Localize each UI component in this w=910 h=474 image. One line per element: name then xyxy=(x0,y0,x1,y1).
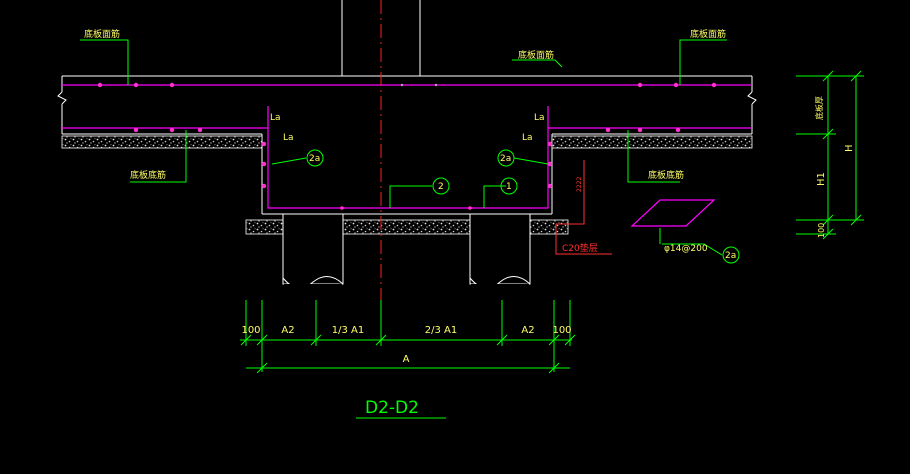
mark-1: 1 xyxy=(506,182,512,192)
label-bottom-left-rebar: 底板底筋 xyxy=(130,169,166,181)
mark-2a-left: 2a xyxy=(309,154,320,164)
mark-circles xyxy=(306,149,740,264)
label-slab-thickness: 底板厚 xyxy=(814,96,824,120)
dim-H: H xyxy=(844,144,855,152)
dim-100-right: 100 xyxy=(817,223,826,238)
mark-2a-spec: 2a xyxy=(725,251,736,261)
rebar-spec-symbol xyxy=(630,199,716,227)
pile-right xyxy=(469,213,531,296)
dim-seg-2-3-A1: 2/3 A1 xyxy=(425,325,457,336)
bottom-dimension xyxy=(240,300,576,374)
dim-seg-100-right: 100 xyxy=(552,325,571,336)
column xyxy=(341,0,421,76)
label-small-red: 2222 xyxy=(576,177,583,192)
label-la-right-1: La xyxy=(534,113,545,123)
dim-H1: H1 xyxy=(816,172,827,186)
label-bottom-right-rebar: 底板底筋 xyxy=(648,169,684,181)
label-cushion: C20垫层 xyxy=(562,242,598,254)
label-la-right-2: La xyxy=(522,133,533,143)
mark-2: 2 xyxy=(438,182,444,192)
label-top-left-rebar: 底板面筋 xyxy=(84,28,120,40)
rebar-dots xyxy=(97,82,717,210)
small-marks xyxy=(400,83,438,87)
right-dimension xyxy=(796,70,864,240)
mark-2a-right: 2a xyxy=(500,154,511,164)
label-top-center-rebar: 底板面筋 xyxy=(518,49,554,61)
cushion-leader xyxy=(555,160,612,255)
pile-left xyxy=(282,213,344,296)
rebar xyxy=(62,84,752,209)
dim-total-A: A xyxy=(403,354,410,365)
leaders xyxy=(80,39,727,256)
drawing-title: D2-D2 xyxy=(365,398,419,418)
label-top-right-rebar: 底板面筋 xyxy=(690,28,726,40)
gravel-right xyxy=(551,135,753,149)
dim-seg-100-left: 100 xyxy=(241,325,260,336)
label-la-left-2: La xyxy=(283,133,294,143)
dim-seg-A2-left: A2 xyxy=(281,325,294,336)
label-la-left-1: La xyxy=(270,113,281,123)
gravel-left xyxy=(61,135,263,149)
dim-seg-A2-right: A2 xyxy=(521,325,534,336)
dim-seg-1-3-A1: 1/3 A1 xyxy=(332,325,364,336)
label-rebar-spec: φ14@200 xyxy=(664,244,708,254)
